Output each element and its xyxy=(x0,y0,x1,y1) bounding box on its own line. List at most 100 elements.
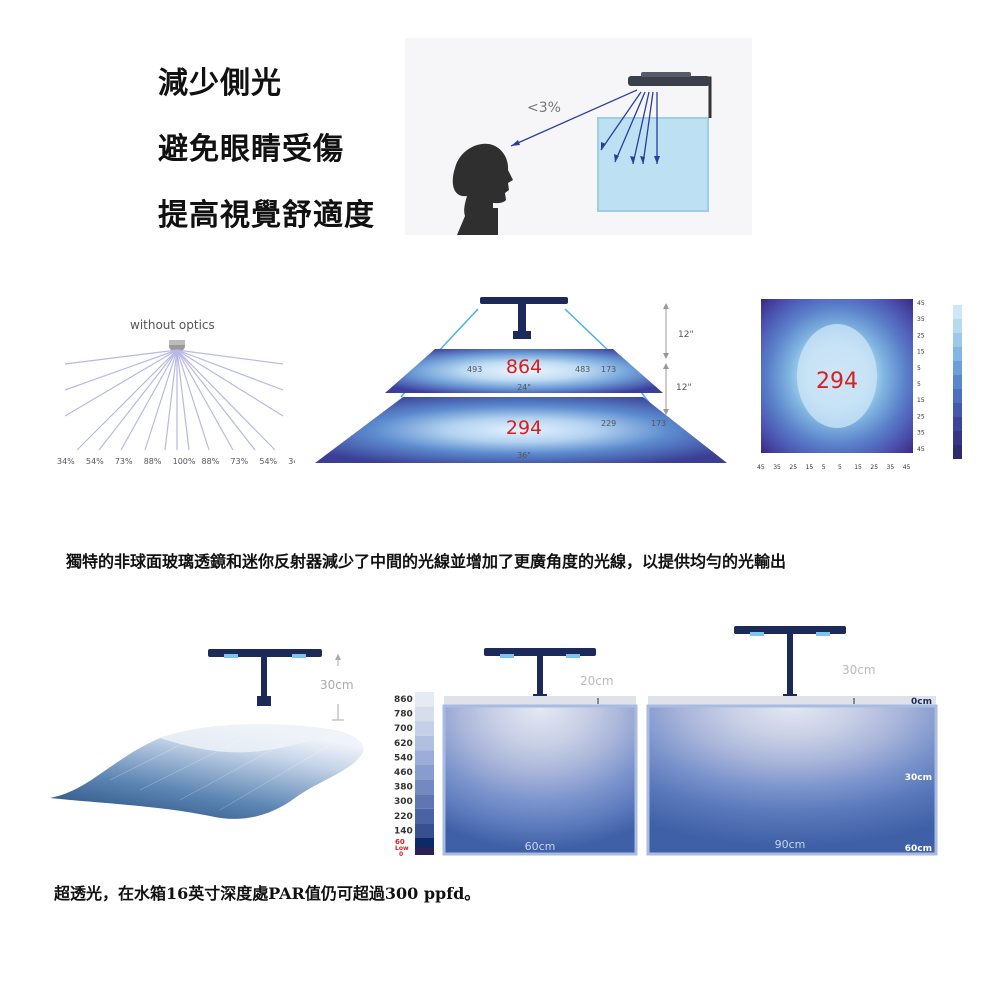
side-light-percent: <3% xyxy=(527,100,561,116)
viewer-head-silhouette xyxy=(452,143,513,235)
headline-protect-eyes: 避免眼睛受傷 xyxy=(158,132,344,167)
heatmap-color-scale xyxy=(953,305,962,459)
optics-percent-label: 34% xyxy=(288,457,295,466)
par-legend-swatch xyxy=(415,794,434,809)
optics-percent-label: 100% xyxy=(173,457,196,466)
light-rays xyxy=(64,349,284,451)
optics-percent-label: 54% xyxy=(259,457,277,466)
tank-small-water xyxy=(442,704,638,856)
optics-percent-label: 54% xyxy=(86,457,104,466)
par-legend-swatch xyxy=(415,779,434,795)
par-legend-value: 780 xyxy=(394,710,413,720)
lamp-fixture xyxy=(628,76,710,86)
aquarium-tank xyxy=(597,117,709,212)
headline-reduce-side-light: 減少側光 xyxy=(158,66,282,101)
tank-large-diagram: 30cm 0cm 30cm 60cm 90cm xyxy=(646,626,938,856)
heatmap-scale-step xyxy=(953,417,962,431)
heatmap-y-tick: 45 xyxy=(917,300,925,307)
height-label-bottom: 12" xyxy=(676,383,692,393)
tank-large-water xyxy=(646,704,938,856)
lower-right-par: 229 xyxy=(601,419,616,428)
par-legend-value: 700 xyxy=(394,724,413,734)
heatmap-y-tick: 45 xyxy=(917,446,925,453)
surface-height-label: 30cm xyxy=(320,678,354,692)
lower-light-plane xyxy=(315,397,727,463)
heatmap-scale-step xyxy=(953,403,962,417)
optics-percent-label: 73% xyxy=(230,457,248,466)
optics-percent-label: 88% xyxy=(202,457,220,466)
par-legend-swatch xyxy=(415,808,434,824)
heatmap-scale-step xyxy=(953,445,962,459)
par-legend-value: 620 xyxy=(394,739,413,749)
par-legend-value: 220 xyxy=(394,812,413,822)
par-legend-value: 540 xyxy=(394,753,413,763)
par-legend-value: 860 xyxy=(394,695,413,705)
heatmap-center-par: 294 xyxy=(816,369,858,394)
depth-label-mid: 30cm xyxy=(905,773,932,783)
heatmap-x-tick: 15 xyxy=(806,464,814,471)
optics-percent-label: 88% xyxy=(144,457,162,466)
upper-edge-par: 173 xyxy=(601,365,616,374)
upper-width-label: 24" xyxy=(517,383,531,392)
par-caption: 超透光，在水箱16英寸深度處PAR值仍可超過300 ppfd。 xyxy=(54,884,481,903)
tank-small-diagram: 20cm 60cm xyxy=(442,648,638,856)
tank-small-width-label: 60cm xyxy=(525,840,556,853)
heatmap-x-tick: 5 xyxy=(822,464,826,471)
par-legend-value: 300 xyxy=(394,797,413,807)
upper-left-par: 493 xyxy=(467,365,482,374)
par-legend-value: 380 xyxy=(394,783,413,793)
heatmap-scale-step xyxy=(953,389,962,403)
par-surface-mesh xyxy=(50,724,364,819)
headline-visual-comfort: 提高視覺舒適度 xyxy=(158,198,375,233)
par-legend-swatch xyxy=(415,750,434,765)
par-legend-swatch xyxy=(415,692,434,707)
heatmap-y-tick: 35 xyxy=(917,316,925,323)
heatmap-x-tick: 45 xyxy=(757,464,765,471)
height-label-top: 12" xyxy=(678,330,694,340)
par-legend-low-value: 60 xyxy=(395,838,405,846)
heatmap-y-tick: 25 xyxy=(917,332,925,339)
heatmap-scale-step xyxy=(953,431,962,445)
heatmap-x-tick: 25 xyxy=(789,464,797,471)
heatmap-scale-step xyxy=(953,375,962,389)
par-legend-swatch xyxy=(415,706,434,722)
optics-caption: 獨特的非球面玻璃透鏡和迷你反射器減少了中間的光線並增加了更廣角度的光線，以提供均… xyxy=(66,552,787,571)
heatmap-scale-step xyxy=(953,347,962,361)
heatmap-scale-step xyxy=(953,361,962,375)
lower-width-label: 36" xyxy=(517,451,531,460)
heatmap-y-tick: 15 xyxy=(917,349,925,356)
upper-right-par: 483 xyxy=(575,365,590,374)
par-legend-swatch xyxy=(415,765,434,780)
upper-center-par: 864 xyxy=(506,356,542,378)
light-spread-pyramid: 12" 12" 864 493 483 173 24" 294 229 173 … xyxy=(315,297,727,463)
heatmap-y-tick: 5 xyxy=(917,365,921,372)
heatmap-x-tick: 35 xyxy=(887,464,895,471)
depth-label-bottom: 60cm xyxy=(905,844,932,854)
without-optics-diagram: without optics 34%54%73%88%100%88%73%54%… xyxy=(57,318,295,466)
par-legend-swatch xyxy=(415,721,434,736)
par-legend-value: 140 xyxy=(394,826,413,836)
upper-light-plane xyxy=(385,349,663,393)
side-light-diagram: <3% xyxy=(405,38,752,235)
par-legend-zero: 0 xyxy=(399,851,403,858)
tank-large-width-label: 90cm xyxy=(775,838,806,851)
heatmap-y-tick: 35 xyxy=(917,430,925,437)
lower-edge-par: 173 xyxy=(651,419,666,428)
par-surface-3d: 30cm xyxy=(50,649,364,819)
heatmap-x-tick: 15 xyxy=(854,464,862,471)
heatmap-y-tick: 25 xyxy=(917,413,925,420)
lamp-fixture xyxy=(480,297,568,304)
heatmap-scale-step xyxy=(953,319,962,333)
heatmap-x-tick: 45 xyxy=(903,464,911,471)
par-legend-low-text: Low xyxy=(395,845,409,852)
light-rays xyxy=(510,89,658,165)
par-legend-value: 460 xyxy=(394,768,413,778)
heatmap-x-tick: 35 xyxy=(773,464,781,471)
tank-small-height-label: 20cm xyxy=(580,674,614,688)
optics-percent-label: 73% xyxy=(115,457,133,466)
depth-label-top: 0cm xyxy=(911,697,932,707)
tank-large-height-label: 30cm xyxy=(842,663,876,677)
heatmap-y-tick: 5 xyxy=(917,381,921,388)
